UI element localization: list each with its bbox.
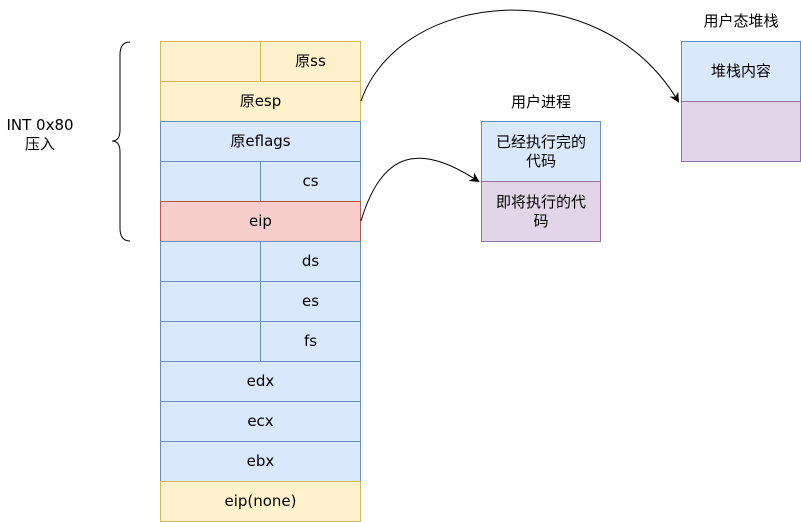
stack-cell-ecx: ecx bbox=[160, 401, 361, 442]
stack-cell-orig-ss: 原ss bbox=[260, 41, 361, 82]
user-stack-title: 用户态堆栈 bbox=[703, 12, 779, 30]
stack-cell-edx-label: edx bbox=[246, 372, 275, 391]
stack-cell-ebx-label: ebx bbox=[246, 452, 275, 471]
user-stack-empty bbox=[681, 101, 801, 162]
curly-brace bbox=[111, 41, 131, 242]
stack-cell-ecx-label: ecx bbox=[247, 412, 274, 431]
user-process-executed-code-line1: 已经执行完的 bbox=[495, 132, 586, 151]
user-process-pending-code-line1: 即将执行的代 bbox=[495, 192, 586, 211]
stack-cell-ds-label: ds bbox=[301, 252, 320, 271]
user-process-title: 用户进程 bbox=[510, 93, 571, 111]
arrow-eip-to-pending-code bbox=[360, 157, 480, 222]
stack-cell-orig-ss-label: 原ss bbox=[295, 52, 326, 71]
stack-cell-eip-none: eip(none) bbox=[160, 481, 361, 522]
stack-cell-fs: fs bbox=[260, 321, 361, 362]
stack-cell-eip-label: eip bbox=[249, 212, 272, 231]
stack-cell-eip-none-label: eip(none) bbox=[224, 492, 297, 511]
stack-cell-edx: edx bbox=[160, 361, 361, 402]
user-process-pending-code: 即将执行的代 码 bbox=[481, 181, 601, 242]
stack-cell-ebx: ebx bbox=[160, 441, 361, 482]
int-0x80-label: INT 0x80 压入 bbox=[0, 116, 80, 154]
stack-cell-orig-eflags-label: 原eflags bbox=[230, 132, 291, 151]
user-process-pending-code-line2: 码 bbox=[533, 211, 549, 230]
stack-cell-cs-label: cs bbox=[302, 172, 319, 191]
int-0x80-label-line2: 压入 bbox=[24, 134, 55, 153]
user-process-executed-code-line2: 代码 bbox=[525, 151, 556, 170]
arrow-esp-to-user-stack bbox=[360, 9, 680, 103]
stack-cell-fs-label: fs bbox=[303, 332, 318, 351]
stack-blank-es-left bbox=[160, 281, 261, 322]
stack-blank-ds-left bbox=[160, 241, 261, 282]
stack-cell-es-label: es bbox=[301, 292, 320, 311]
stack-cell-es: es bbox=[260, 281, 361, 322]
stack-blank-ss-left bbox=[160, 41, 261, 82]
user-stack-content-label: 堆栈内容 bbox=[710, 62, 771, 81]
user-process-executed-code: 已经执行完的 代码 bbox=[481, 121, 601, 182]
stack-cell-orig-esp: 原esp bbox=[160, 81, 361, 122]
int-0x80-label-line1: INT 0x80 bbox=[6, 116, 74, 134]
stack-cell-orig-esp-label: 原esp bbox=[239, 92, 282, 111]
